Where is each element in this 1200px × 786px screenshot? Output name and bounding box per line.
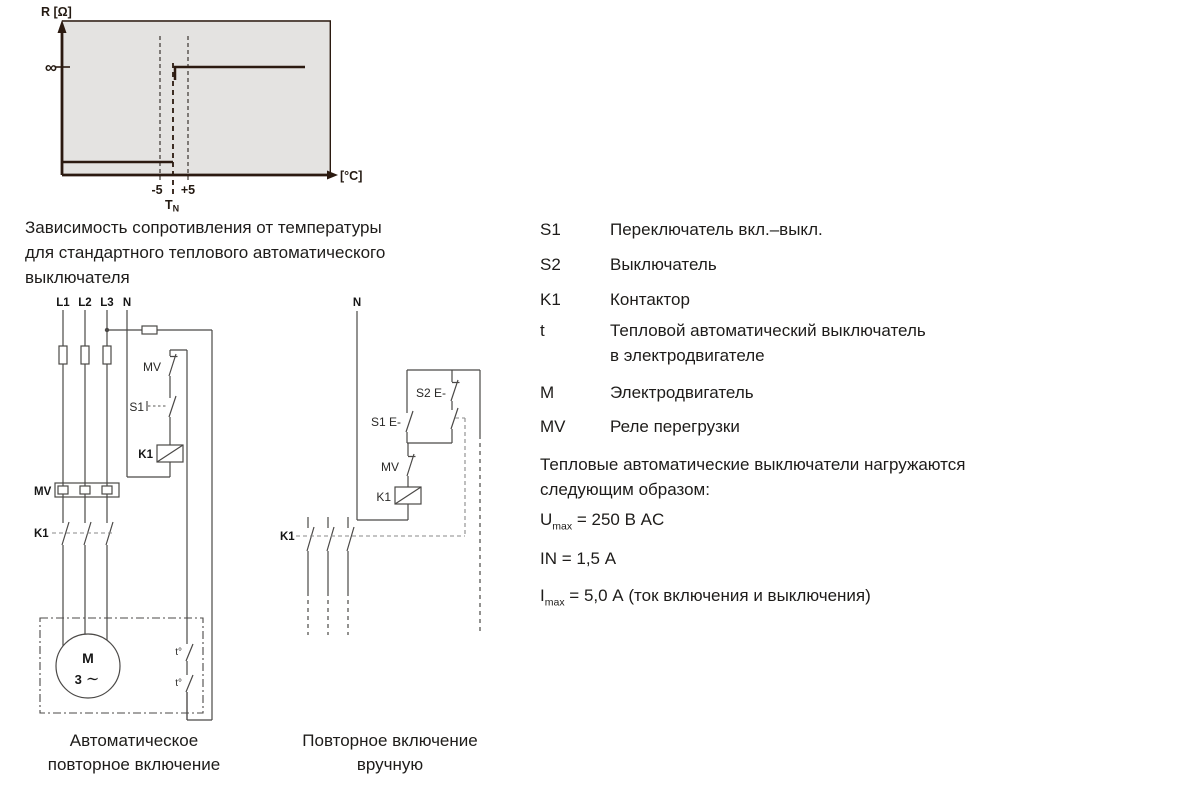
spec-base: IN (540, 549, 557, 568)
thermal-switch-symbols: t° t° (175, 350, 194, 720)
legend-row: K1 Контактор (540, 287, 690, 312)
contactor-contacts-symbol: K1 (280, 517, 465, 635)
legend-symbol: t (540, 321, 545, 340)
legend-symbol: MV (540, 417, 566, 436)
y-axis-arrow-icon (57, 20, 67, 33)
legend-description: Контактор (610, 290, 690, 309)
s1-label: S1 (129, 400, 144, 414)
label-l1: L1 (56, 297, 70, 309)
contactor-coil-symbol: K1 (138, 444, 184, 477)
circuit-auto-restart: L1 L2 L3 N t° t° (34, 297, 213, 721)
k1-contacts-label: K1 (280, 531, 295, 543)
mv-contact-label: MV (143, 360, 161, 374)
spec-sub: max (552, 520, 573, 533)
s2-label: S2 E- (416, 386, 446, 400)
legend-symbol: K1 (540, 290, 561, 309)
spec-value: = 5,0 А (ток включения и выключения) (564, 586, 871, 605)
legend-row: S2 Выключатель (540, 252, 717, 277)
spec-value: = 250 В AC (572, 510, 665, 529)
k1-contacts-label: K1 (34, 528, 49, 540)
legend-symbol: S1 (540, 220, 561, 239)
diagram1-caption: Автоматическое повторное включение (47, 731, 221, 774)
spec-sub: max (544, 596, 565, 609)
infinite-resistance-line (173, 65, 305, 80)
spec-in: IN = 1,5 А (540, 549, 616, 569)
k1-coil-label: K1 (376, 490, 391, 504)
mv-overload-label: MV (34, 486, 52, 498)
neutral-wire (356, 311, 408, 521)
circuit-manual-restart: N S1 E- S2 E- MV K1 (280, 297, 481, 635)
spec-base: I (540, 586, 545, 605)
legend-description: Тепловой автоматический выключатель в эл… (610, 321, 926, 365)
diagram2-caption: Повторное включение вручную (302, 731, 478, 774)
legend-description: Реле перегрузки (610, 417, 740, 436)
mv-contact-symbol: MV (381, 443, 416, 487)
spec-umax: Umax = 250 В AC (540, 510, 665, 533)
label-l2: L2 (78, 297, 91, 309)
control-branch (104, 325, 213, 721)
fuse-icon (141, 325, 158, 335)
minus5-label: -5 (151, 183, 162, 197)
infinity-label: ∞ (45, 58, 57, 77)
label-n: N (353, 297, 361, 309)
legend-symbol: S2 (540, 255, 561, 274)
x-axis-arrow-icon (327, 170, 338, 180)
legend-description: Переключатель вкл.–выкл. (610, 220, 823, 239)
motor-m-label: M (82, 650, 94, 666)
motor-enclosure-box (39, 617, 204, 714)
legend-row: t Тепловой автоматический выключатель в э… (540, 318, 926, 368)
graph-caption: Зависимость сопротивления от температуры… (25, 218, 386, 287)
s1-label: S1 E- (371, 415, 401, 429)
motor-symbol: M 3∼ (55, 633, 121, 699)
legend-description: Электродвигатель (610, 383, 754, 402)
label-n: N (123, 297, 131, 309)
spec-imax: Imax = 5,0 А (ток включения и выключения… (540, 586, 871, 609)
contactor-contacts-symbol: K1 (34, 521, 114, 546)
legend-row: S1 Переключатель вкл.–выкл. (540, 217, 823, 242)
control-feed-wire (407, 369, 481, 435)
tn-label: TN (165, 198, 179, 214)
overload-relay-symbol: MV (34, 482, 120, 498)
legend-row: MV Реле перегрузки (540, 414, 740, 439)
k1-holding-contact-symbol (450, 407, 466, 536)
plus5-label: +5 (181, 183, 195, 197)
s1-switch-symbol: S1 (129, 395, 177, 445)
mv-label: MV (381, 460, 399, 474)
y-axis-label: R [Ω] (41, 5, 72, 19)
notes-intro: Тепловые автоматические выключатели нагр… (540, 455, 966, 499)
k1-coil-label: K1 (138, 449, 153, 461)
label-l3: L3 (100, 297, 113, 309)
graph-plot-area (62, 20, 331, 175)
legend-description: Выключатель (610, 255, 717, 274)
contactor-coil-symbol: K1 (376, 486, 422, 520)
s1-switch-symbol: S1 E- (371, 370, 414, 443)
legend-symbol: M (540, 383, 555, 402)
phase-lines (62, 310, 170, 646)
graph-border (62, 20, 331, 175)
motor-phase-label: 3∼ (75, 671, 100, 688)
mv-contact-symbol: MV (143, 349, 187, 398)
spec-base: U (540, 510, 553, 529)
resistance-temperature-graph: R [Ω] ∞ -5 +5 TN [°C] (41, 5, 362, 214)
legend-row: M Электродвигатель (540, 380, 754, 405)
t-upper-label: t° (175, 647, 182, 658)
s2-button-symbol: S2 E- (416, 370, 460, 410)
fuse-icons (58, 345, 112, 365)
t-lower-label: t° (175, 678, 182, 689)
spec-value: = 1,5 А (557, 549, 617, 568)
x-axis-label: [°C] (340, 169, 362, 183)
